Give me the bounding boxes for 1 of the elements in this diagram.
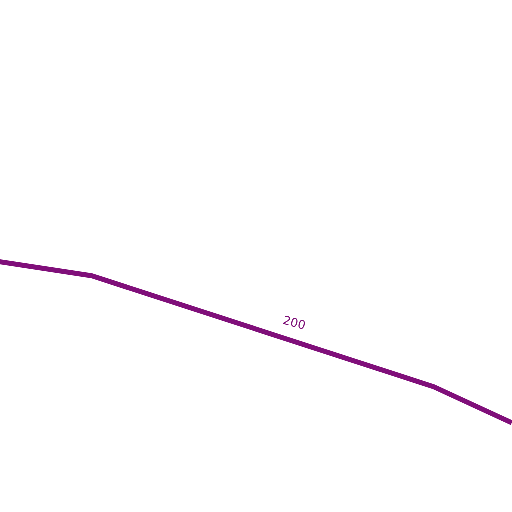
- route-number: 200: [282, 313, 308, 333]
